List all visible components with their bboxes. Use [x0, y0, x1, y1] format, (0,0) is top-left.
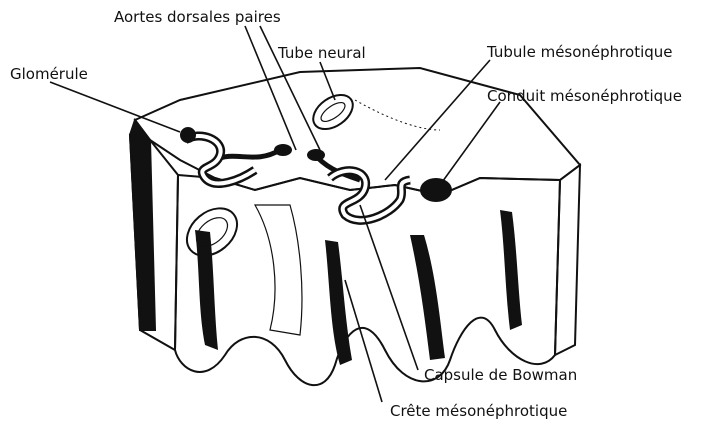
- mesonephric-duct: [420, 178, 452, 202]
- label-glomerule: Glomérule: [10, 65, 88, 83]
- leader-tubule: [385, 60, 490, 180]
- leader-glomerule: [50, 82, 180, 132]
- label-capsule: Capsule de Bowman: [424, 366, 577, 384]
- hatched-fold: [255, 205, 302, 335]
- gut-tube: [178, 199, 247, 266]
- glomerulus: [180, 127, 196, 143]
- leader-conduit: [440, 102, 500, 185]
- label-crete: Crête mésonéphrotique: [390, 402, 567, 420]
- label-tube-neural: Tube neural: [277, 44, 366, 62]
- shade-band-3: [410, 235, 445, 360]
- leader-capsule: [360, 205, 418, 370]
- shade-band-1: [195, 230, 218, 350]
- shade-band-2: [325, 240, 352, 365]
- label-tubule: Tubule mésonéphrotique: [486, 43, 673, 61]
- label-aortes: Aortes dorsales paires: [114, 8, 281, 26]
- leader-crete: [345, 280, 382, 402]
- dorsal-dotted-line: [355, 100, 440, 130]
- tissue-block: [130, 68, 580, 385]
- label-conduit: Conduit mésonéphrotique: [487, 87, 682, 105]
- leader-tube-neural: [320, 62, 335, 100]
- shade-band-4: [500, 210, 522, 330]
